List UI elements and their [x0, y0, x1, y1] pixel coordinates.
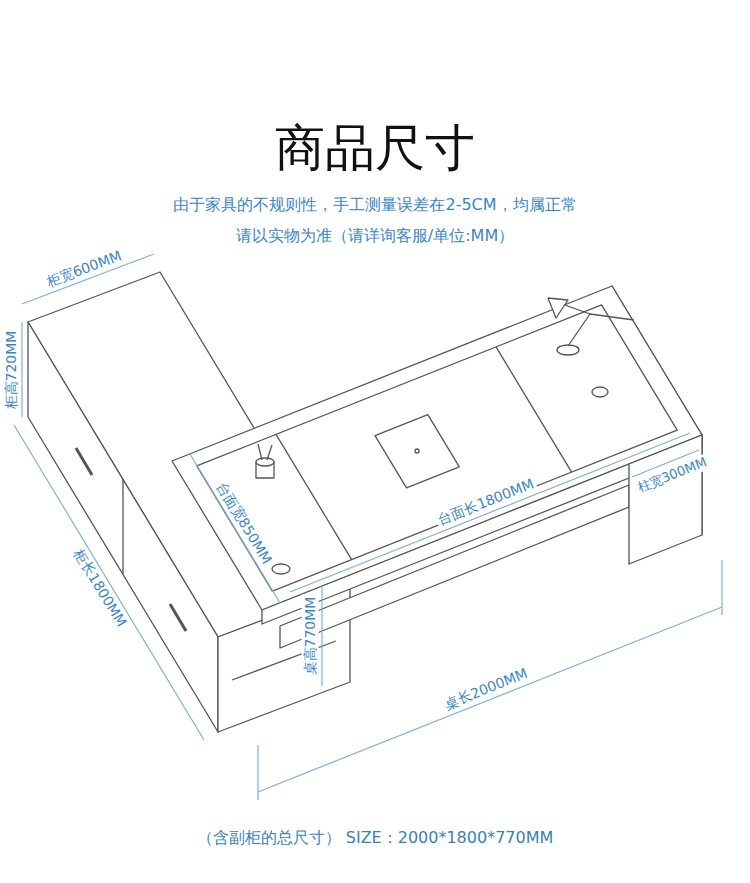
- caption: （含副柜的总尺寸） SIZE：2000*1800*770MM: [197, 828, 554, 847]
- pillar-front: [629, 435, 702, 564]
- extension-line: [721, 560, 722, 615]
- inlay-divider: [276, 434, 352, 559]
- drawer-divider: [122, 479, 123, 574]
- dimension-line: [290, 433, 690, 592]
- desk: [172, 286, 702, 648]
- drawer-handle: [170, 604, 186, 631]
- desk-inlay: [197, 305, 677, 591]
- pen: [258, 444, 262, 460]
- cable-hole: [592, 387, 608, 397]
- dimension-line: [14, 425, 204, 740]
- laptop: [375, 415, 459, 488]
- lamp-arm: [568, 314, 634, 346]
- cable-hole: [272, 564, 290, 574]
- lamp-arm: [562, 304, 590, 314]
- dimension-label: 桌长2000MM: [440, 664, 532, 714]
- laptop-logo: [415, 449, 419, 453]
- extension-line: [257, 745, 258, 800]
- dimension-lines: [14, 254, 722, 800]
- note-text: 由于家具的不规则性，手工测量误差在2-5CM，均属正常: [173, 195, 576, 214]
- desk-edge: [262, 435, 702, 624]
- dimension-line: [21, 322, 22, 417]
- inlay-divider: [496, 347, 572, 472]
- desk-top: [172, 286, 702, 610]
- dimension-line: [258, 607, 722, 792]
- cabinet-side: [28, 322, 218, 732]
- note-text: 请以实物为准（请详询客服/单位:MM）: [236, 226, 514, 245]
- lamp-head: [548, 298, 568, 318]
- dimension-label: 桌高770MM: [302, 595, 319, 678]
- lamp-base: [557, 345, 579, 355]
- pen: [267, 445, 272, 460]
- dimension-line: [190, 454, 280, 603]
- drawer-handle: [76, 448, 92, 475]
- dimension-line: [321, 586, 322, 686]
- pen-holder-top: [256, 458, 274, 466]
- page-title: 商品尺寸: [275, 118, 475, 178]
- dimension-label: 柜高720MM: [3, 329, 20, 412]
